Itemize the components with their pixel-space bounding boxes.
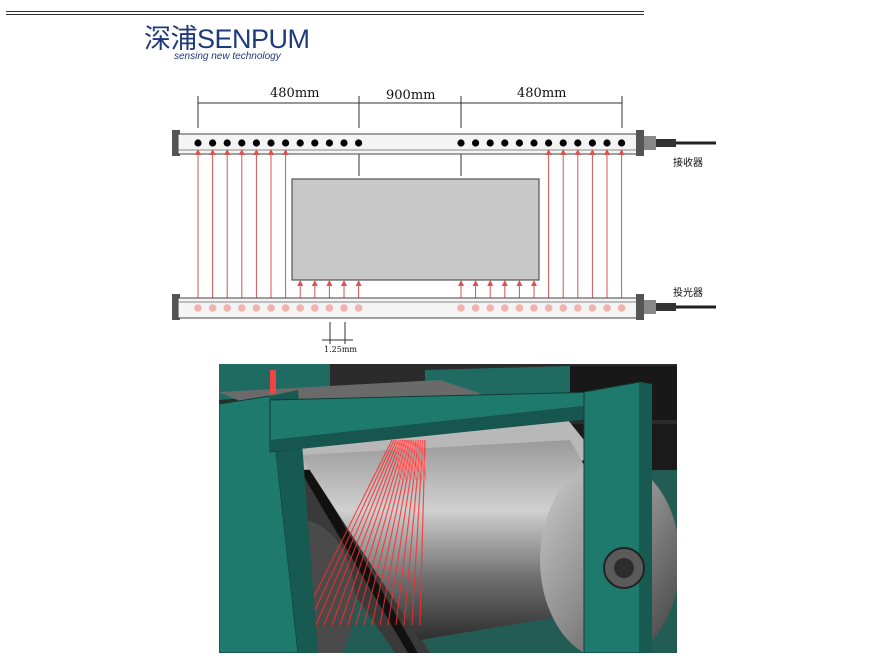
emitter-dot [486,304,495,312]
receiver-dot [559,139,567,147]
dim-left-label: 480mm [270,86,319,101]
laser-beam [323,439,400,626]
emitter-dot [515,304,524,312]
emitter-dot [617,304,626,312]
laser-beam-top [419,439,425,481]
emitter-dot [296,304,305,312]
emitter-dot [325,304,334,312]
receiver-dot [472,139,480,147]
laser-beam [379,439,415,626]
receiver-dot [457,139,465,147]
pitch-label: 1.25mm [324,345,357,354]
receiver-dot [252,139,260,147]
laser-beam-top [397,439,403,481]
receiver-dot [515,139,524,147]
receiver-dot [603,139,611,147]
emitter-dot [559,304,567,312]
light-beams [195,149,625,304]
pitch-dimension [322,322,353,344]
emitter-dot [267,304,275,312]
laser-beam-top [407,439,413,481]
receiver-dot [267,139,275,147]
laser-beam-top [399,439,405,481]
receiver-dot [355,139,363,147]
laser-beam [307,439,395,626]
dim-center-label: 900mm [386,88,435,103]
laser-beam-top [411,439,417,481]
laser-beam [339,439,404,626]
receiver-bar [172,130,716,156]
emitter-dot [354,304,363,312]
emitter-bar [172,294,716,320]
top-rule [6,11,644,12]
laser-beam [347,439,406,626]
laser-beam-top [405,439,411,481]
receiver-dot [501,139,509,147]
receiver-dot [282,139,290,147]
emitter-dot [501,304,509,312]
laser-beam [363,439,411,626]
receiver-dot [486,139,494,147]
receiver-dot [209,139,217,147]
emitter-dot [544,304,553,312]
receiver-dot [530,139,538,147]
emitter-dots [194,304,626,312]
laser-beam [331,439,402,626]
dim-right-label: 480mm [517,86,566,101]
receiver-dot [223,139,231,147]
laser-beam [419,439,426,626]
receiver-dot [194,139,202,147]
laser-beam-top [417,439,423,481]
top-rule-2 [6,14,644,15]
brand-logo: 深浦SENPUM sensing new technology [144,24,310,62]
laser-beam [403,439,422,626]
emitter-dot [588,304,597,312]
detected-object [291,178,540,281]
receiver-dot [340,139,348,147]
emitter-dot [252,304,261,312]
receiver-label: 接收器 [673,156,703,169]
laser-beam-top [415,439,421,481]
emitter-dot [530,304,538,312]
emitter-dot [311,304,319,312]
laser-beam-top [403,439,409,481]
brand-tagline: sensing new technology [174,51,281,62]
emitter-dot [194,304,202,312]
brand-name: 深浦SENPUM [144,24,310,54]
laser-beam-top [395,439,401,481]
emitter-dot [281,304,290,312]
receiver-dot [588,139,597,147]
receiver-dot [618,139,626,147]
emitter-dot [340,304,348,312]
receiver-dot [574,139,582,147]
emitter-dot [471,304,480,312]
receiver-dot [238,139,246,147]
receiver-dots [194,139,626,147]
installation-illustration [219,364,677,653]
receiver-dot [545,139,553,147]
emitter-dot [238,304,246,312]
emitter-dot [603,304,611,312]
receiver-dot [325,139,333,147]
laser-beam-top [421,439,427,481]
emitter-dot [457,304,465,312]
emitter-dot [208,304,217,312]
receiver-dot [311,139,319,147]
receiver-dot [296,139,304,147]
emitter-dot [574,304,582,312]
laser-beam-top [413,439,419,481]
emitter-label: 投光器 [673,286,703,299]
laser-beam-top [409,439,415,481]
emitter-dot [223,304,231,312]
laser-beam [315,439,397,626]
laser-beam-top [401,439,407,481]
laser-beam [299,439,393,626]
